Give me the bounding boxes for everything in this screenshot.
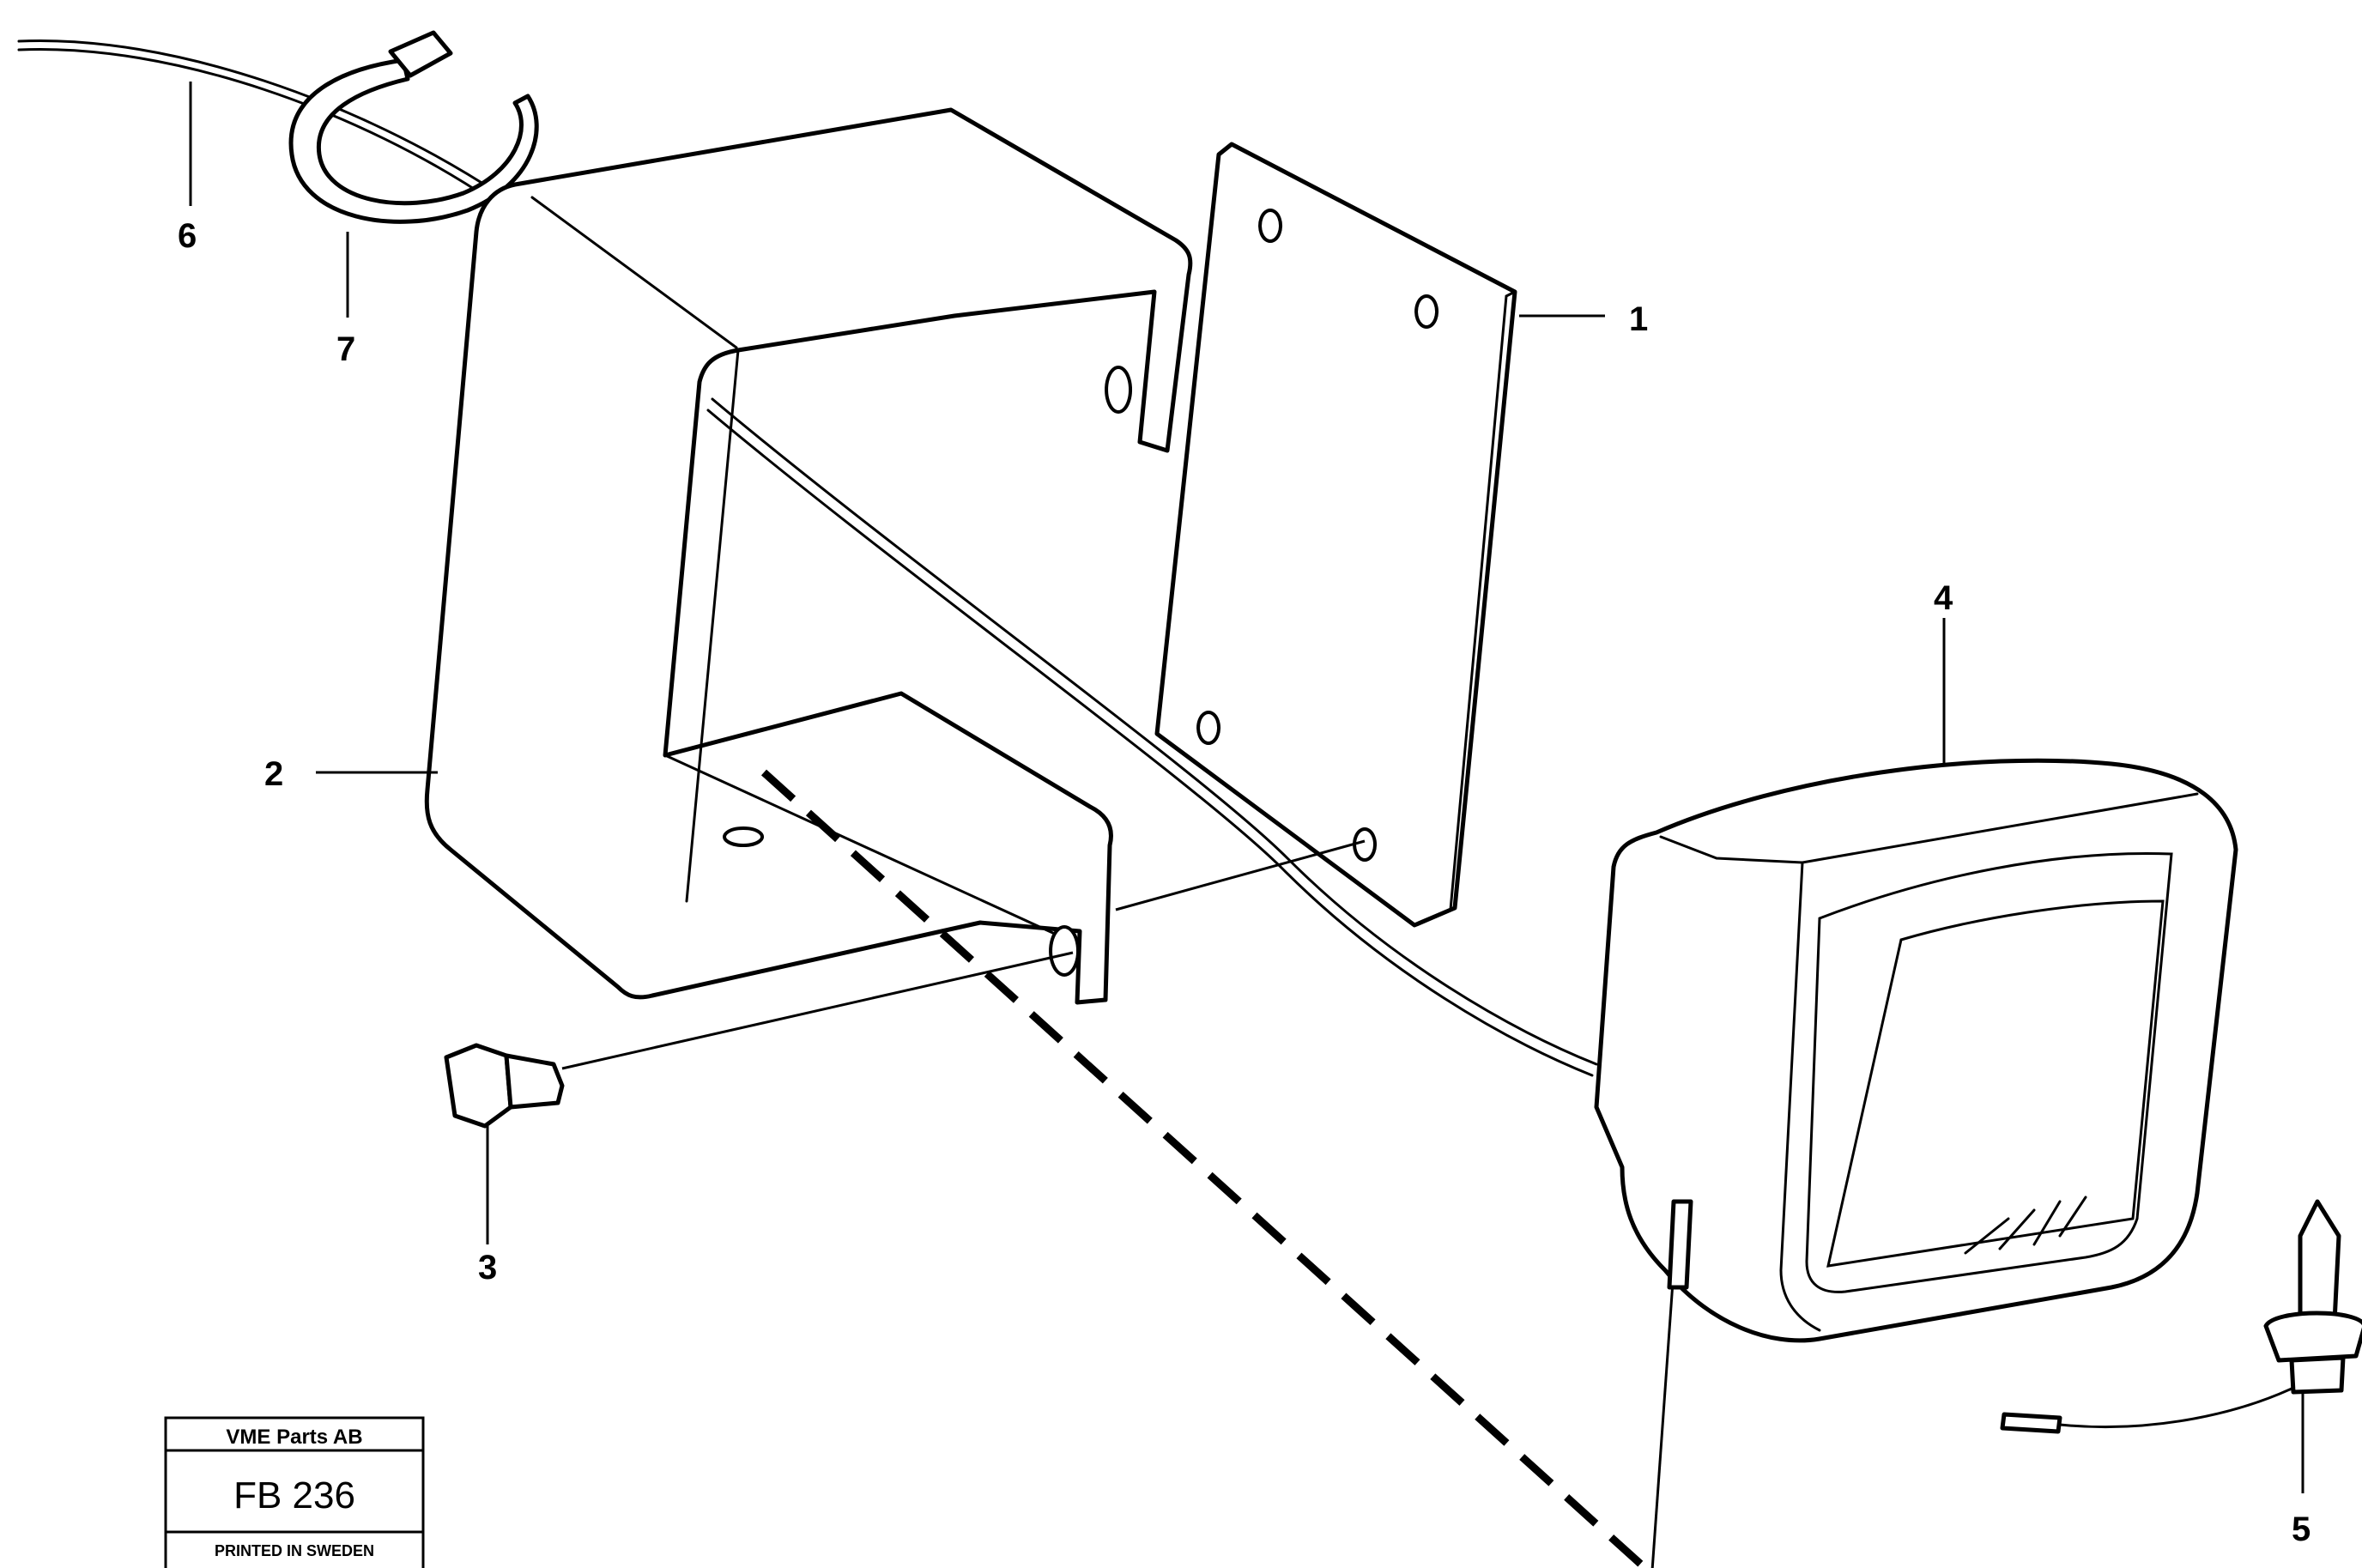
title-block: VME Parts AB FB 236 PRINTED IN SWEDEN (164, 1416, 425, 1568)
bracket (424, 107, 1193, 1005)
callout-2-bracket: 2 (264, 755, 283, 793)
callout-3-bolt: 3 (478, 1249, 497, 1286)
callout-1-plate: 1 (1629, 300, 1648, 338)
assembly-line-lamp (760, 769, 1651, 1568)
bolt (444, 951, 1074, 1129)
work-lamp (1594, 758, 2238, 1343)
title-block-code: FB 236 (233, 1474, 355, 1517)
cable (17, 39, 1598, 1077)
leader-lines (189, 82, 2304, 1493)
callout-7-cable-tie: 7 (336, 330, 355, 368)
title-block-footer: PRINTED IN SWEDEN (215, 1542, 374, 1559)
callout-4-lamp: 4 (1934, 579, 1953, 617)
cable-tie (288, 30, 539, 224)
title-block-company: VME Parts AB (226, 1426, 362, 1449)
assembly-line-plate (1115, 839, 1366, 911)
plate (1154, 142, 1517, 928)
callout-6-cable: 6 (178, 217, 197, 255)
callout-5-bulb: 5 (2292, 1510, 2311, 1548)
bulb (2000, 1199, 2362, 1434)
